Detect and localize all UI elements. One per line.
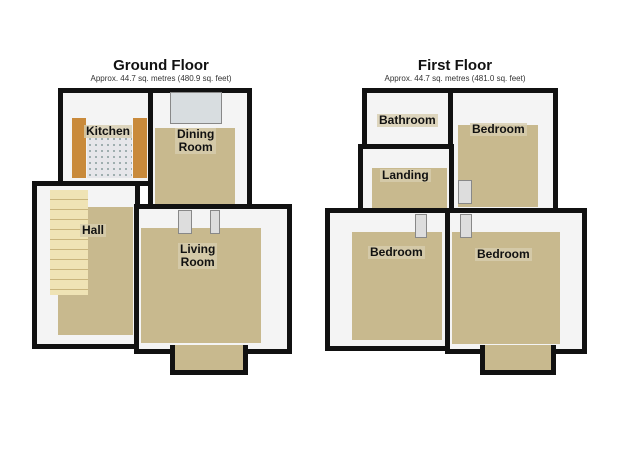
landing-label: Landing — [380, 168, 431, 182]
kitchen-label: Kitchen — [84, 124, 133, 138]
ground-floor-area: Approx. 44.7 sq. metres (480.9 sq. feet) — [90, 74, 232, 83]
stairs — [50, 190, 88, 295]
hall-label: Hall — [80, 223, 107, 237]
bathroom-label: Bathroom — [377, 113, 438, 127]
door — [415, 214, 427, 238]
door — [178, 210, 192, 234]
bedroom-top-label: Bedroom — [470, 122, 527, 136]
kitchen-floor — [87, 130, 132, 178]
first-floor-title: First Floor — [417, 57, 493, 74]
bay-window — [480, 345, 556, 375]
living-room-label: Living Room — [178, 242, 218, 269]
door — [210, 210, 220, 234]
dining-room-label: Dining Room — [175, 127, 217, 154]
bedroom-right-label: Bedroom — [475, 247, 532, 261]
kitchen-counter — [133, 118, 147, 178]
first-floor-area: Approx. 44.7 sq. metres (481.0 sq. feet) — [384, 74, 526, 83]
bedroom-left-label: Bedroom — [368, 245, 425, 259]
door — [460, 214, 472, 238]
bay-window — [170, 345, 248, 375]
kitchen-counter — [72, 118, 86, 178]
ground-floor-title: Ground Floor — [113, 57, 209, 74]
door — [458, 180, 472, 204]
window — [170, 92, 222, 124]
